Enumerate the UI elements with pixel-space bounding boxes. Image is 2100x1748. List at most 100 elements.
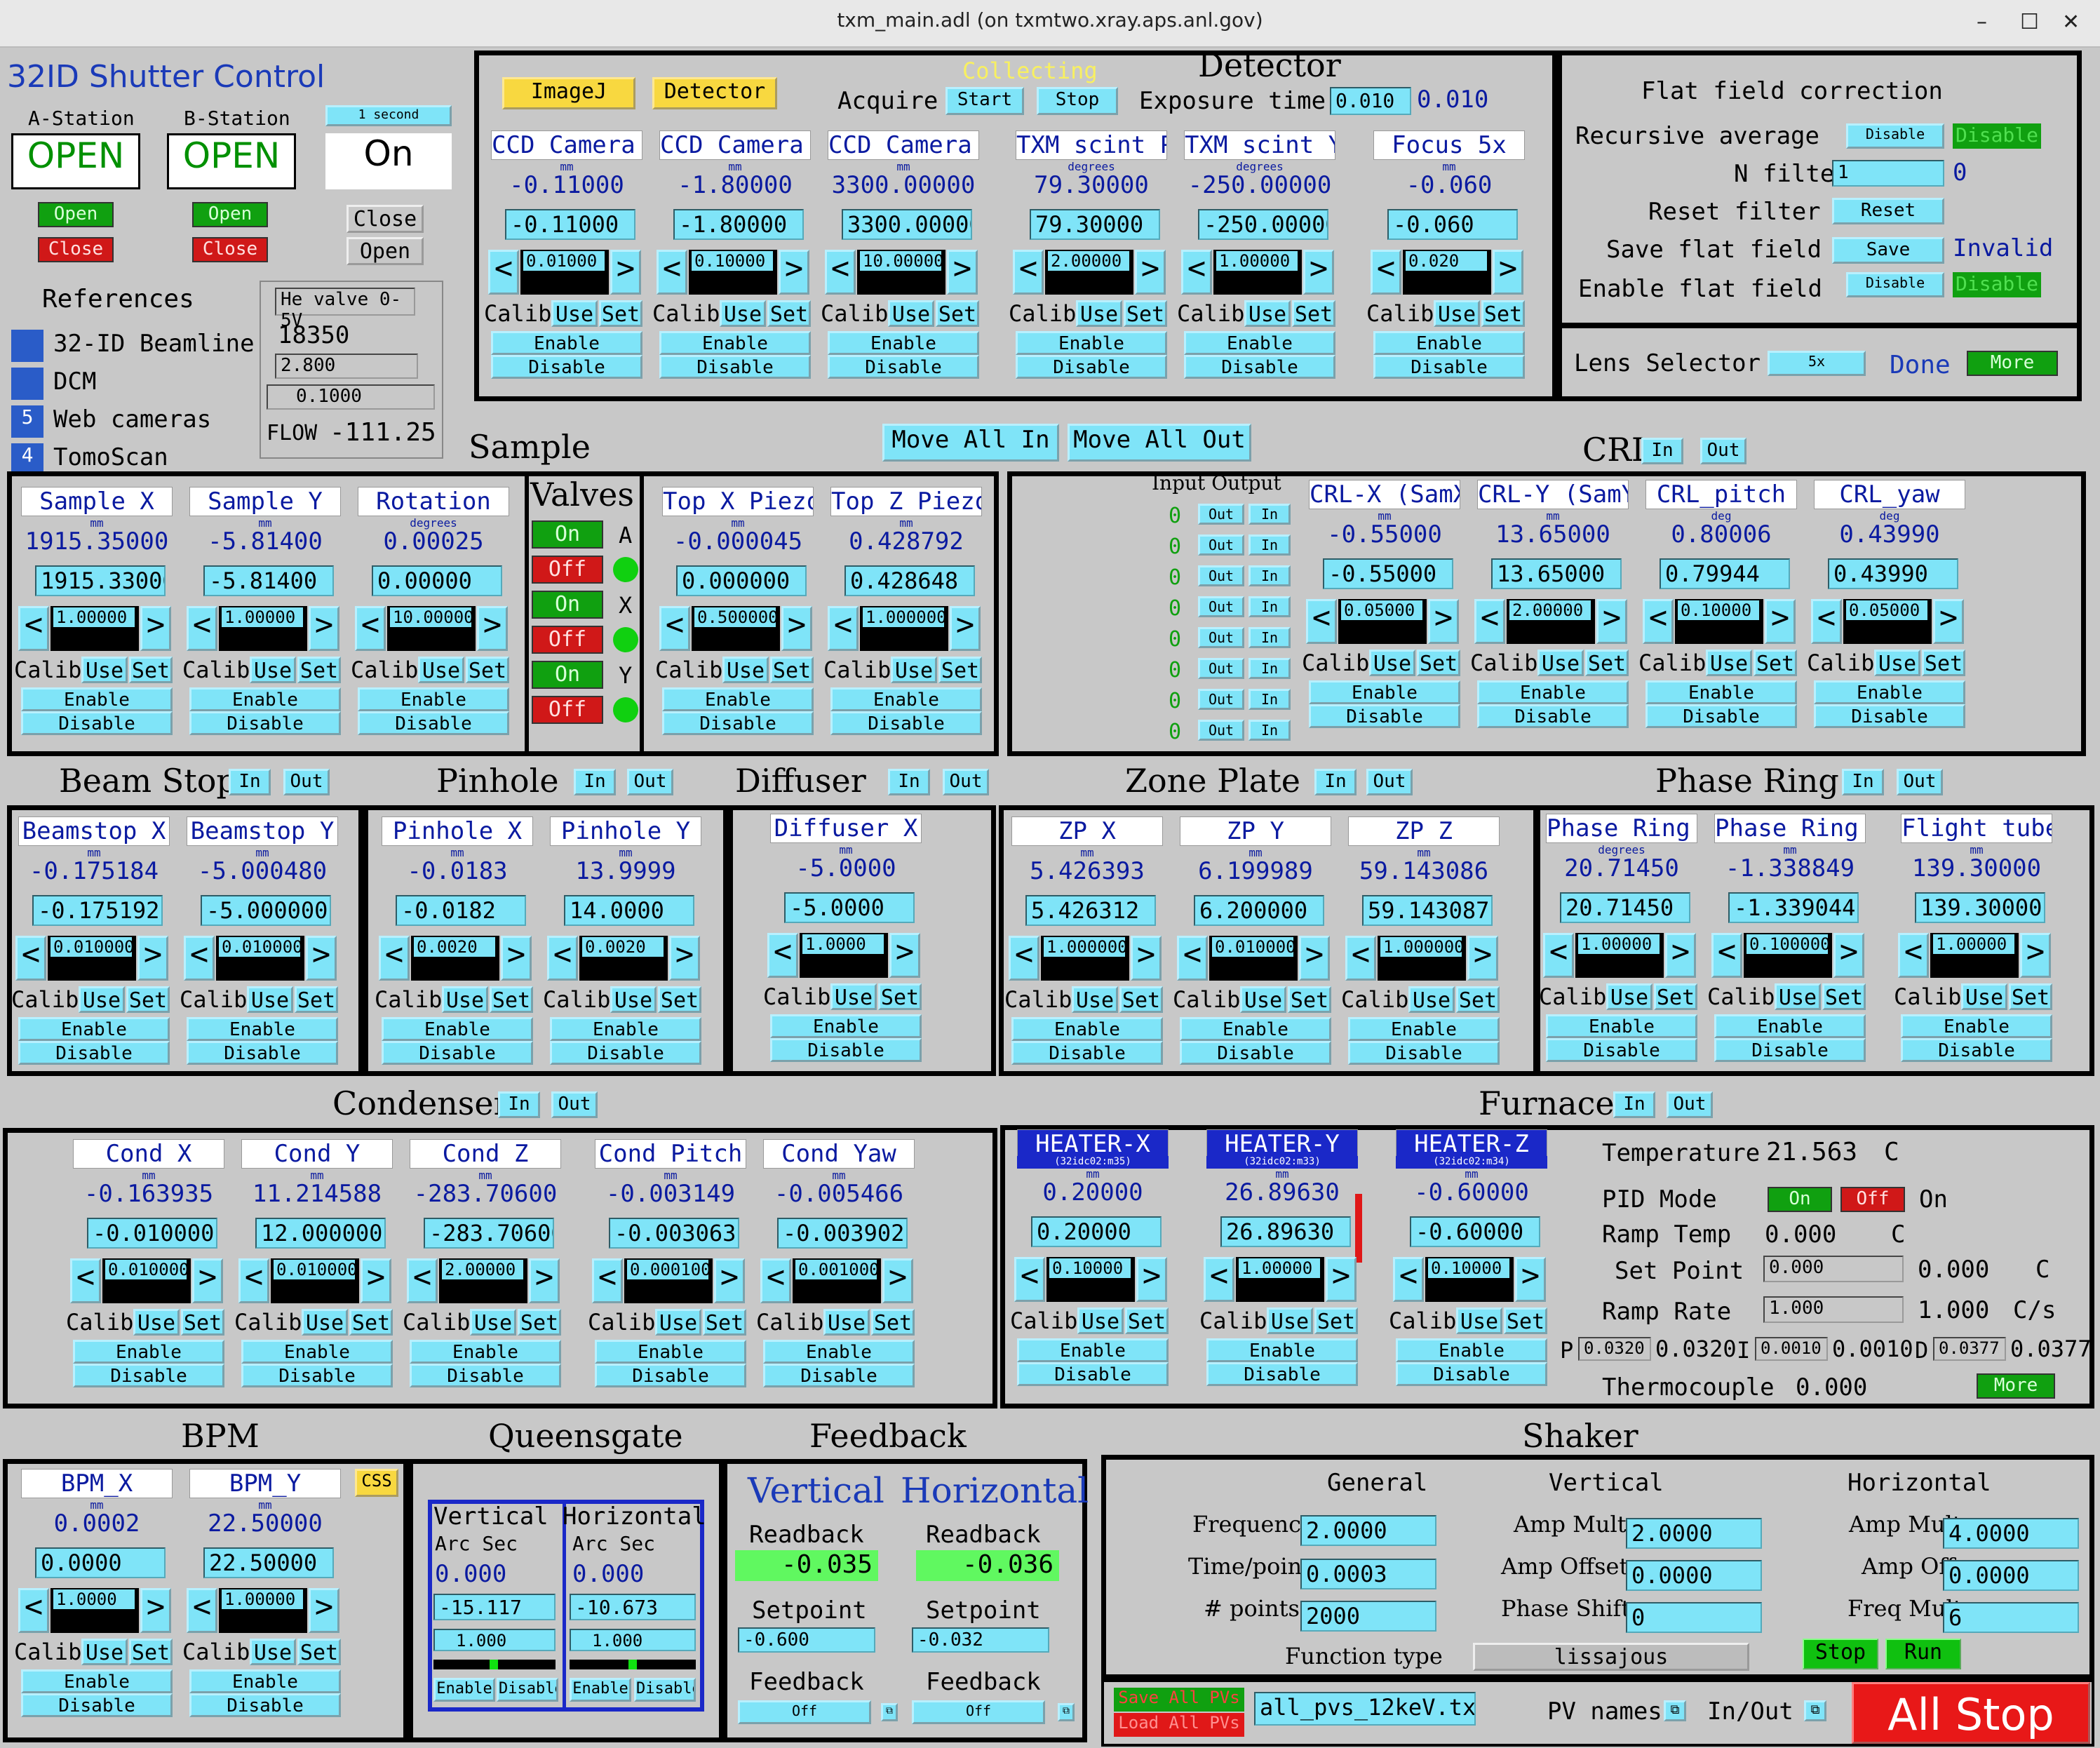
fb-v-feedback-menu[interactable]: Off xyxy=(738,1700,871,1724)
heater-z-set-button[interactable]: Set xyxy=(1504,1307,1547,1334)
crl-x-enable-button[interactable]: Enable xyxy=(1309,680,1460,704)
bpm-y-enable-button[interactable]: Enable xyxy=(189,1669,341,1693)
heater-x-drive-input[interactable]: 0.20000 xyxy=(1031,1216,1162,1247)
cond-z-tweak-right-icon[interactable]: > xyxy=(529,1258,560,1303)
sample-x-set-button[interactable]: Set xyxy=(129,657,173,683)
cond-z-disable-button[interactable]: Disable xyxy=(410,1364,561,1387)
focus-enable-button[interactable]: Enable xyxy=(1373,331,1525,355)
nfilter-input[interactable]: 1 xyxy=(1832,160,1944,187)
qg-v-input[interactable]: -15.117 xyxy=(433,1594,556,1620)
cond-y-disable-button[interactable]: Disable xyxy=(241,1364,393,1387)
zp-y-drive-input[interactable]: 6.200000 xyxy=(1194,895,1324,926)
ccd-y-disable-button[interactable]: Disable xyxy=(659,355,811,379)
zp-x-disable-button[interactable]: Disable xyxy=(1011,1041,1163,1065)
he-valve-input[interactable]: 2.800 xyxy=(275,354,418,379)
cond-x-enable-button[interactable]: Enable xyxy=(73,1340,224,1364)
focus-set-button[interactable]: Set xyxy=(1481,300,1525,327)
bs-y-disable-button[interactable]: Disable xyxy=(187,1041,338,1065)
crl-pitch-tweak-right-icon[interactable]: > xyxy=(1765,599,1796,644)
sample-x-use-button[interactable]: Use xyxy=(81,657,128,683)
crl-x-drive-input[interactable]: -0.55000 xyxy=(1323,558,1453,589)
scint-pitch-tweak-right-icon[interactable]: > xyxy=(1135,250,1166,295)
fb-v-setpoint[interactable]: -0.600 xyxy=(738,1627,875,1653)
h-offset-input[interactable]: 0.0000 xyxy=(1943,1560,2079,1591)
he-valve-step[interactable]: 0.1000 xyxy=(267,384,435,410)
heater-z-tweak-right-icon[interactable]: > xyxy=(1515,1257,1546,1302)
ccd-y-tweak-left-icon[interactable]: < xyxy=(657,250,687,295)
ph-y-enable-button[interactable]: Enable xyxy=(550,1017,701,1041)
top-z-tweak-left-icon[interactable]: < xyxy=(828,606,859,651)
bs-y-tweak-left-icon[interactable]: < xyxy=(184,936,215,981)
ccd-x-enable-button[interactable]: Enable xyxy=(491,331,642,355)
h-freq-input[interactable]: 6 xyxy=(1943,1602,2079,1633)
furnace-in-button[interactable]: In xyxy=(1613,1091,1655,1118)
ccd-x-drive-input[interactable]: -0.11000 xyxy=(505,209,635,240)
pr-x-step-input[interactable]: 1.00000 xyxy=(1578,934,1660,954)
rotation-enable-button[interactable]: Enable xyxy=(358,687,509,711)
bpm-y-drive-input[interactable]: 22.50000 xyxy=(203,1547,334,1578)
valve-on-button-4[interactable]: On xyxy=(532,661,603,689)
heater-y-step-input[interactable]: 1.00000 xyxy=(1239,1258,1320,1278)
focus-disable-button[interactable]: Disable xyxy=(1373,355,1525,379)
ft-z-set-button[interactable]: Set xyxy=(2009,983,2052,1010)
pr-x-tweak-left-icon[interactable]: < xyxy=(1543,933,1574,978)
bs-y-enable-button[interactable]: Enable xyxy=(187,1017,338,1041)
top-z-disable-button[interactable]: Disable xyxy=(830,711,982,735)
condenser-out-button[interactable]: Out xyxy=(551,1091,598,1118)
crl-y-set-button[interactable]: Set xyxy=(1585,650,1629,676)
ph-x-tweak-left-icon[interactable]: < xyxy=(379,936,410,981)
scint-yaw-set-button[interactable]: Set xyxy=(1292,300,1335,327)
exposure-input[interactable]: 0.010 xyxy=(1330,87,1411,115)
pr-x-disable-button[interactable]: Disable xyxy=(1546,1038,1697,1062)
cond-z-drive-input[interactable]: -283.70600 xyxy=(424,1218,554,1249)
fb-h-setpoint[interactable]: -0.032 xyxy=(912,1627,1049,1653)
cond-y-set-button[interactable]: Set xyxy=(349,1309,393,1336)
bpm-x-drive-input[interactable]: 0.0000 xyxy=(35,1547,166,1578)
ccd-y-drive-input[interactable]: -1.80000 xyxy=(673,209,804,240)
sample-y-set-button[interactable]: Set xyxy=(297,657,341,683)
bpm-y-step-input[interactable]: 1.00000 xyxy=(222,1589,303,1609)
ccd-x-disable-button[interactable]: Disable xyxy=(491,355,642,379)
cond-pitch-disable-button[interactable]: Disable xyxy=(595,1364,746,1387)
bs-x-step-input[interactable]: 0.010000 xyxy=(51,937,135,957)
acquire-start-button[interactable]: Start xyxy=(945,87,1024,115)
cond-z-step-input[interactable]: 2.00000 xyxy=(442,1260,523,1279)
ph-y-drive-input[interactable]: 14.0000 xyxy=(564,895,694,926)
set-point-input[interactable]: 0.000 xyxy=(1763,1256,1904,1282)
fb-h-feedback-menu[interactable]: Off xyxy=(912,1700,1045,1724)
recursive-menu[interactable]: Disable xyxy=(1846,123,1944,149)
crl-pitch-drive-input[interactable]: 0.79944 xyxy=(1660,558,1790,589)
cond-x-tweak-right-icon[interactable]: > xyxy=(192,1258,223,1303)
sample-x-enable-button[interactable]: Enable xyxy=(21,687,173,711)
move-all-out-button[interactable]: Move All Out xyxy=(1068,424,1251,462)
ph-y-step-input[interactable]: 0.0020 xyxy=(582,937,664,957)
reference-2-icon[interactable]: 5 xyxy=(11,405,43,438)
ccd-x-set-button[interactable]: Set xyxy=(599,300,642,327)
shaker-stop-button[interactable]: Stop xyxy=(1803,1639,1878,1669)
pr-y-drive-input[interactable]: -1.339044 xyxy=(1728,892,1859,923)
cond-pitch-drive-input[interactable]: -0.003063 xyxy=(609,1218,739,1249)
ft-z-disable-button[interactable]: Disable xyxy=(1901,1038,2052,1062)
diffuser-out-button[interactable]: Out xyxy=(943,769,989,795)
heater-x-tweak-right-icon[interactable]: > xyxy=(1136,1257,1167,1302)
crl-pitch-step-input[interactable]: 0.10000 xyxy=(1678,600,1759,620)
reference-3-icon[interactable]: 4 xyxy=(11,443,43,476)
ccd-z-set-button[interactable]: Set xyxy=(936,300,979,327)
scint-pitch-use-button[interactable]: Use xyxy=(1076,300,1122,327)
cond-pitch-enable-button[interactable]: Enable xyxy=(595,1340,746,1364)
crl-lens-1-in-button[interactable]: In xyxy=(1248,535,1291,556)
zp-z-tweak-right-icon[interactable]: > xyxy=(1467,936,1498,981)
pr-x-drive-input[interactable]: 20.71450 xyxy=(1560,892,1690,923)
top-z-enable-button[interactable]: Enable xyxy=(830,687,982,711)
save-all-pvs-button[interactable]: Save All PVs xyxy=(1114,1688,1244,1712)
sample-x-tweak-right-icon[interactable]: > xyxy=(140,606,171,651)
crl-lens-5-out-button[interactable]: Out xyxy=(1198,658,1244,679)
v-phase-input[interactable]: 0 xyxy=(1626,1602,1762,1633)
crl-out-button[interactable]: Out xyxy=(1700,438,1746,464)
bs-y-drive-input[interactable]: -5.000000 xyxy=(201,895,331,926)
scint-yaw-tweak-right-icon[interactable]: > xyxy=(1303,250,1334,295)
freq-input[interactable]: 2.0000 xyxy=(1300,1515,1436,1546)
ft-z-tweak-left-icon[interactable]: < xyxy=(1898,933,1929,978)
focus-step-input[interactable]: 0.020 xyxy=(1406,251,1487,271)
sample-y-use-button[interactable]: Use xyxy=(250,657,296,683)
